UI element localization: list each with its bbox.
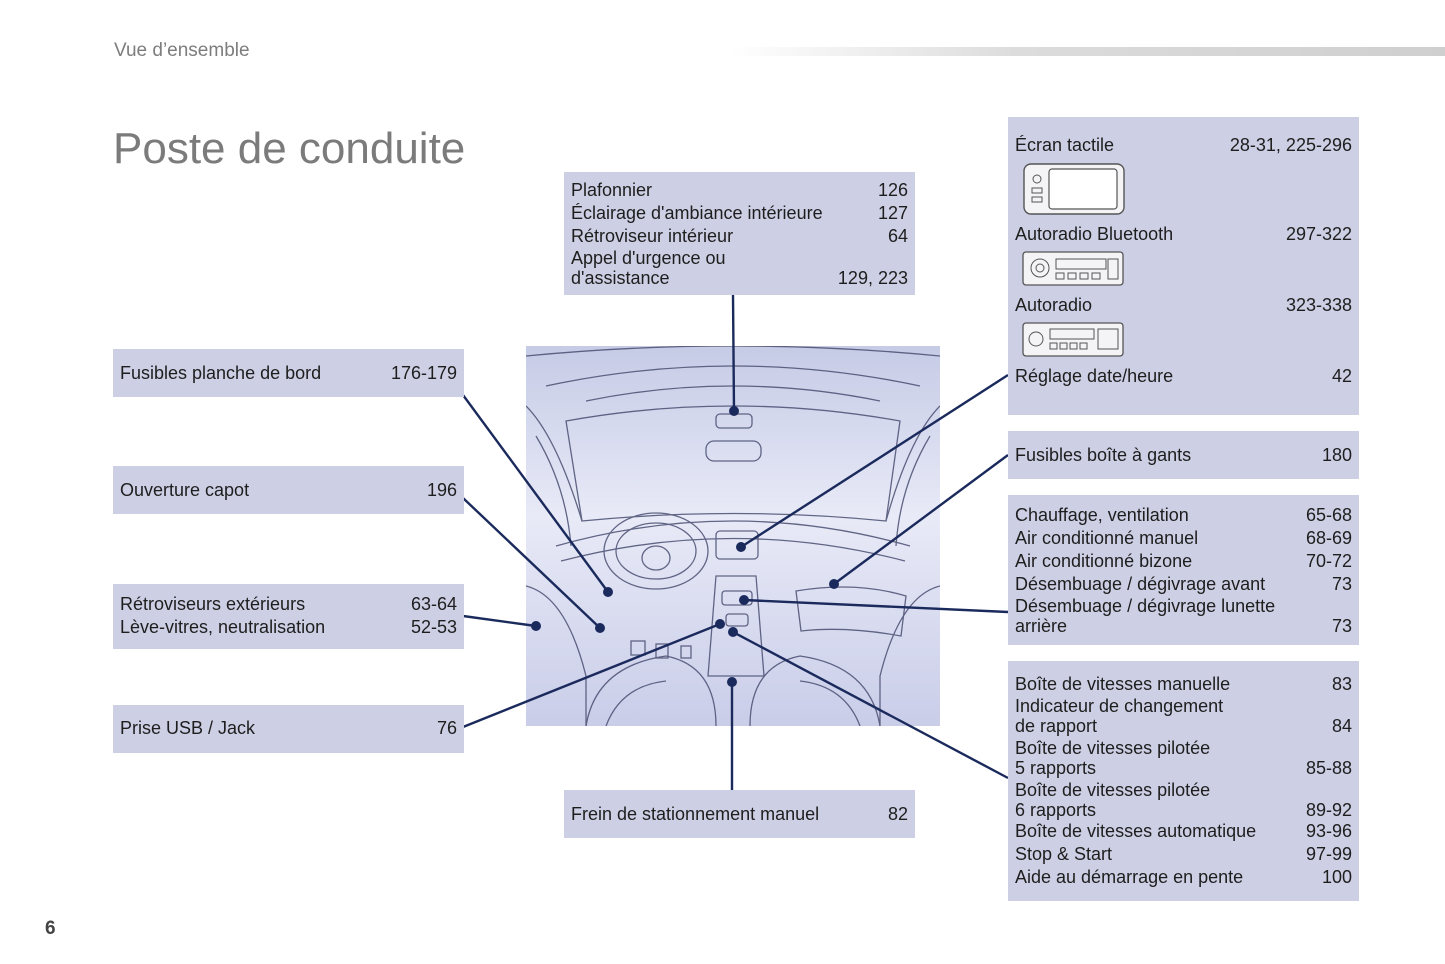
page-title: Poste de conduite	[113, 124, 466, 174]
header-divider	[730, 47, 1445, 56]
radio-icon	[1022, 322, 1124, 357]
touchscreen-icon	[1023, 163, 1125, 215]
page-number: 6	[45, 918, 56, 939]
section-label: Vue d’ensemble	[114, 40, 250, 61]
bluetooth-radio-icon	[1022, 251, 1124, 286]
car-dashboard-illustration	[526, 346, 940, 726]
